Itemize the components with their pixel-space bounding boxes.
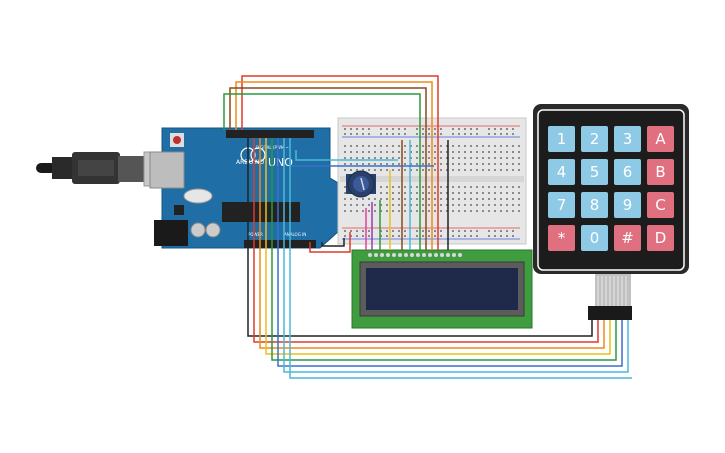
keypad-key-label: 5: [590, 163, 600, 181]
crystal-oscillator: [183, 188, 213, 204]
keypad-key[interactable]: C: [647, 192, 674, 218]
keypad-key[interactable]: 4: [548, 159, 575, 185]
wire[interactable]: [265, 138, 611, 355]
keypad-key-label: 9: [623, 196, 633, 214]
keypad-key[interactable]: 5: [581, 159, 608, 185]
keypad-key-label: #: [621, 229, 634, 247]
wire[interactable]: [295, 150, 398, 161]
uno-label: UNO: [268, 156, 293, 169]
keypad-key[interactable]: 7: [548, 192, 575, 218]
keypad-key-label: B: [655, 163, 665, 181]
keypad-key[interactable]: 1: [548, 126, 575, 152]
potentiometer[interactable]: [346, 170, 376, 198]
wire[interactable]: [321, 238, 345, 247]
arduino-uno-board[interactable]: ARDUINO UNO DIGITAL (PWM ~) POWER ANALOG…: [149, 127, 341, 249]
wires: [223, 75, 632, 379]
lcd-screen: [366, 268, 518, 310]
wire[interactable]: [271, 138, 617, 361]
microcontroller-chip: [222, 202, 300, 222]
power-label: POWER: [248, 232, 263, 237]
keypad-key[interactable]: 6: [614, 159, 641, 185]
keypad-key-label: 7: [557, 196, 567, 214]
wire[interactable]: [253, 138, 599, 343]
wire[interactable]: [223, 93, 421, 250]
keypad-key-label: 4: [557, 163, 567, 181]
keypad-4x4[interactable]: 1 2 3 A 4 5 6 B 7 8 9 C * 0 # D: [533, 104, 689, 320]
keypad-key-label: D: [655, 229, 667, 247]
wire[interactable]: [289, 138, 632, 379]
keypad-key[interactable]: 0: [581, 225, 608, 251]
wire[interactable]: [229, 87, 427, 250]
digital-label: DIGITAL (PWM ~): [256, 145, 291, 150]
keypad-key[interactable]: D: [647, 225, 674, 251]
keypad-key[interactable]: 2: [581, 126, 608, 152]
keypad-key-label: 8: [590, 196, 600, 214]
power-analog-header: [244, 240, 316, 248]
wire[interactable]: [259, 138, 605, 349]
keypad-key[interactable]: 3: [614, 126, 641, 152]
wire[interactable]: [277, 138, 623, 367]
keypad-key-label: A: [655, 130, 666, 148]
arduino-logo: ARDUINO: [236, 159, 265, 166]
keypad-key[interactable]: B: [647, 159, 674, 185]
keypad-key-label: 1: [557, 130, 567, 148]
wire[interactable]: [247, 138, 593, 337]
keypad-key-label: 0: [590, 229, 600, 247]
keypad-key-label: C: [655, 196, 665, 214]
keypad-key[interactable]: #: [614, 225, 641, 251]
analog-label: ANALOG IN: [284, 232, 306, 237]
keypad-key-label: 2: [590, 130, 600, 148]
keypad-key[interactable]: 8: [581, 192, 608, 218]
keypad-key-label: *: [558, 229, 566, 247]
digital-header: [226, 130, 314, 138]
keypad-key[interactable]: 9: [614, 192, 641, 218]
wire[interactable]: [283, 138, 629, 373]
keypad-key-label: 3: [623, 130, 633, 148]
lcd-16x2-display[interactable]: [351, 249, 533, 329]
wire[interactable]: [309, 232, 351, 253]
wire[interactable]: [241, 75, 439, 250]
keypad-key-label: 6: [623, 163, 633, 181]
keypad-key[interactable]: *: [548, 225, 575, 251]
keypad-connector: [588, 306, 632, 320]
keypad-key[interactable]: A: [647, 126, 674, 152]
